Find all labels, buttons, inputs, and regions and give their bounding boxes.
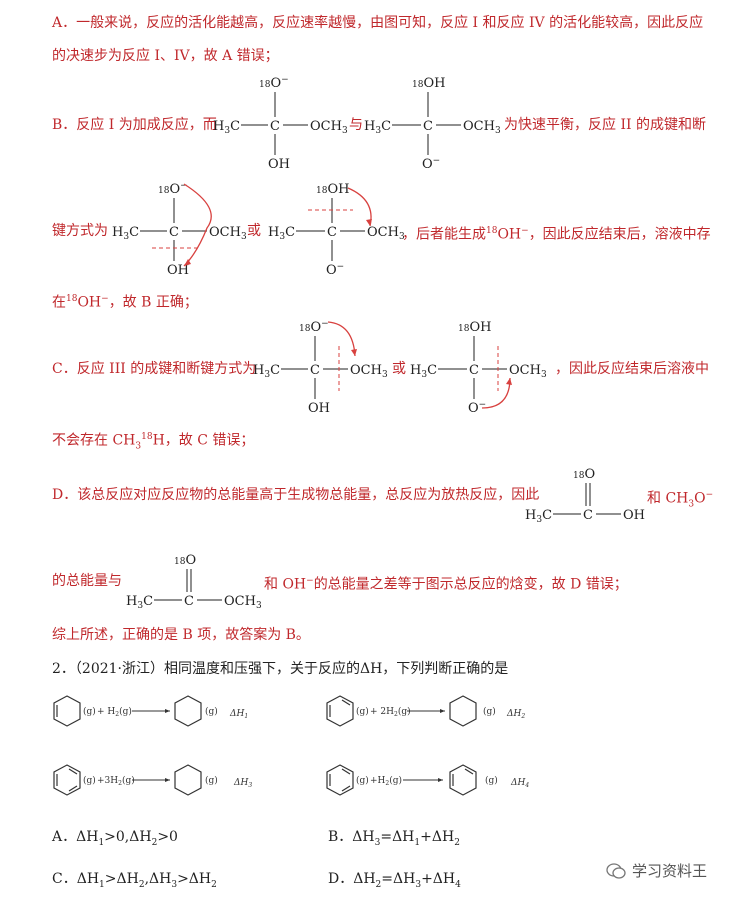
svg-text:ΔH1: ΔH1 (229, 709, 248, 720)
molecule-b-1: 18O− H3C C OCH3 OH (213, 75, 348, 172)
svg-text:H3C: H3C (213, 119, 240, 136)
option-d-line2-post: 和 OH−的总能量之差等于图示总反应的焓变，故 D 错误； (264, 576, 628, 593)
wechat-icon (606, 862, 626, 879)
svg-text:18OH: 18OH (316, 182, 349, 197)
option-a-line1: A．一般来说，反应的活化能越高，反应速率越慢，由图可知，反应 I 和反应 IV … (52, 15, 704, 31)
svg-text:(g): (g) (483, 706, 496, 717)
watermark-text: 学习资料王 (631, 862, 707, 880)
svg-text:+ H2(g): + H2(g) (97, 706, 132, 718)
molecule-c-2: 18OH H3C C OCH3 O− (410, 320, 547, 416)
option-a-line2: 的决速步为反应 I、IV，故 A 错误； (52, 48, 279, 64)
svg-text:ΔH4: ΔH4 (510, 778, 529, 789)
molecule-d-1: 18O H3C C OH (525, 467, 645, 525)
choice-a[interactable]: A．ΔH1>0,ΔH2>0 (52, 829, 178, 848)
option-d-line1-post: 和 CH3O− (647, 490, 714, 510)
molecule-b-2: 18OH H3C C OCH3 O− (364, 76, 501, 172)
svg-text:C: C (184, 594, 194, 609)
svg-text:ΔH3: ΔH3 (233, 778, 252, 789)
svg-text:(g): (g) (356, 775, 369, 786)
molecule-d-2: 18O H3C C OCH3 (126, 553, 262, 611)
svg-text:18O−: 18O− (259, 75, 289, 91)
svg-text:H3C: H3C (268, 225, 295, 242)
option-b-line2-mid: 或 (247, 223, 261, 239)
reaction-3: (g) +3H2(g) (g) ΔH3 (53, 764, 252, 796)
option-c-line2: 不会存在 CH318H，故 C 错误； (52, 432, 255, 452)
svg-text:OH: OH (623, 508, 645, 523)
molecule-b-4: 18OH H3C C OCH3 O− (268, 182, 405, 278)
reaction-4: (g) +H2(g) (g) ΔH4 (326, 764, 529, 796)
svg-text:OCH3: OCH3 (224, 594, 262, 611)
option-c-line1-mid: 或 (392, 361, 406, 377)
svg-text:H3C: H3C (525, 508, 552, 525)
svg-text:C: C (169, 225, 179, 240)
svg-text:O−: O− (326, 262, 344, 278)
option-b-line1-post: 为快速平衡，反应 II 的成键和断 (504, 117, 706, 133)
option-b-line2-post: ，后者能生成18OH−，因此反应结束后，溶液中存 (402, 226, 711, 243)
svg-text:C: C (310, 363, 320, 378)
option-b-line2-pre: 键方式为 (52, 223, 108, 239)
svg-text:+H2(g): +H2(g) (370, 775, 402, 787)
svg-text:OCH3: OCH3 (509, 363, 547, 380)
svg-text:OH: OH (167, 263, 189, 278)
choice-b[interactable]: B．ΔH3=ΔH1+ΔH2 (328, 829, 460, 848)
svg-text:OH: OH (308, 401, 330, 416)
reaction-2: (g) + 2H2(g) (g) ΔH2 (326, 695, 525, 727)
svg-text:C: C (583, 508, 593, 523)
choice-c[interactable]: C．ΔH1>ΔH2,ΔH3>ΔH2 (52, 871, 217, 890)
svg-text:18O: 18O (174, 553, 196, 568)
svg-text:H3C: H3C (126, 594, 153, 611)
option-d-line1: D．该总反应对应反应物的总能量高于生成物总能量，总反应为放热反应，因此 (52, 487, 540, 503)
option-c-line1-pre: C．反应 III 的成键和断键方式为 (52, 361, 257, 377)
molecule-c-1: 18O− H3C C OCH3 OH (253, 319, 388, 416)
watermark: 学习资料王 (606, 860, 707, 881)
svg-text:OCH3: OCH3 (463, 119, 501, 136)
svg-text:18O: 18O (573, 467, 595, 482)
svg-text:+3H2(g): +3H2(g) (97, 775, 135, 787)
svg-text:H3C: H3C (112, 225, 139, 242)
svg-text:O−: O− (468, 400, 486, 416)
option-b-line1-pre: B．反应 I 为加成反应，而 (52, 117, 217, 133)
summary-line: 综上所述，正确的是 B 项，故答案为 B。 (52, 627, 310, 643)
svg-text:OH: OH (268, 157, 290, 172)
svg-text:OCH3: OCH3 (209, 225, 247, 242)
svg-text:OCH3: OCH3 (310, 119, 348, 136)
svg-text:(g): (g) (83, 775, 96, 786)
option-c-line1-post: ，因此反应结束后溶液中 (555, 361, 709, 377)
option-b-line3: 在18OH−，故 B 正确； (52, 294, 198, 311)
choice-d[interactable]: D．ΔH2=ΔH3+ΔH4 (328, 871, 461, 890)
svg-text:H3C: H3C (410, 363, 437, 380)
svg-text:H3C: H3C (364, 119, 391, 136)
molecule-b-3: 18O− H3C C OCH3 OH (112, 181, 247, 278)
svg-text:O−: O− (422, 156, 440, 172)
option-b-line1-mid: 与 (349, 117, 363, 133)
svg-text:18OH: 18OH (412, 76, 445, 91)
svg-text:OCH3: OCH3 (350, 363, 388, 380)
svg-text:(g): (g) (83, 706, 96, 717)
svg-text:C: C (423, 119, 433, 134)
svg-text:C: C (270, 119, 280, 134)
option-d-line2-pre: 的总能量与 (52, 573, 122, 589)
svg-text:H3C: H3C (253, 363, 280, 380)
svg-text:C: C (469, 363, 479, 378)
svg-text:(g): (g) (205, 775, 218, 786)
svg-text:18OH: 18OH (458, 320, 491, 335)
svg-text:OCH3: OCH3 (367, 225, 405, 242)
question-2: 2．（2021·浙江）相同温度和压强下，关于反应的ΔH，下列判断正确的是 (52, 661, 509, 677)
svg-text:18O−: 18O− (158, 181, 188, 197)
svg-text:ΔH2: ΔH2 (506, 709, 525, 720)
svg-text:(g): (g) (485, 775, 498, 786)
svg-text:18O−: 18O− (299, 319, 329, 335)
svg-text:+ 2H2(g): + 2H2(g) (370, 706, 411, 718)
svg-text:(g): (g) (205, 706, 218, 717)
reaction-1: (g) + H2(g) (g) ΔH1 (53, 695, 248, 727)
svg-text:(g): (g) (356, 706, 369, 717)
svg-text:C: C (327, 225, 337, 240)
